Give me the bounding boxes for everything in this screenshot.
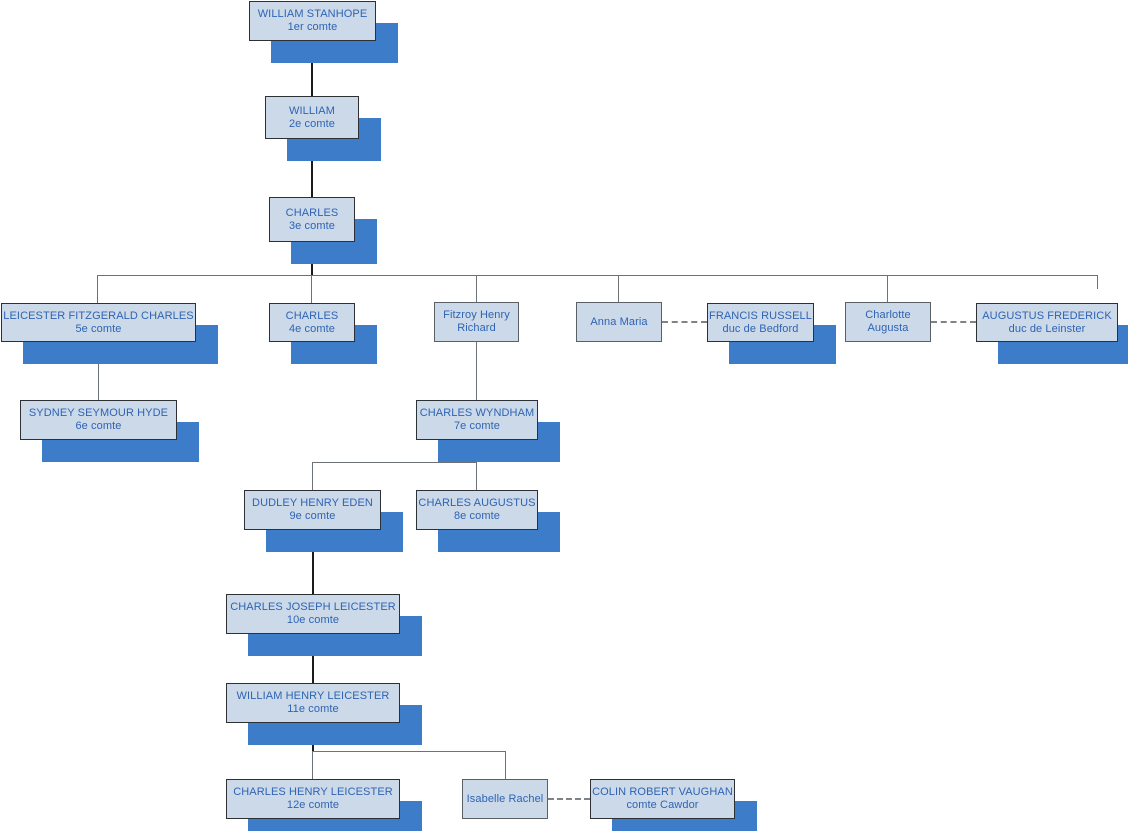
drop-to-isabelle-rachel bbox=[505, 751, 506, 779]
node-title: duc de Bedford bbox=[722, 322, 799, 335]
drop-to-leicester-fitzgerald bbox=[97, 275, 98, 303]
node-isabelle-rachel[interactable]: Isabelle Rachel bbox=[462, 779, 548, 819]
node-title: 1er comte bbox=[287, 21, 338, 33]
node-title: 10e comte bbox=[286, 614, 340, 626]
node-name: LEICESTER FITZGERALD CHARLES bbox=[3, 309, 194, 322]
drop-to-charles4 bbox=[311, 275, 312, 303]
connector-stanhope-to-william bbox=[311, 41, 313, 96]
node-title: 3e comte bbox=[288, 219, 336, 232]
node-name: CHARLES WYNDHAM bbox=[419, 407, 535, 419]
node-name: Charlotte bbox=[865, 309, 911, 321]
sibling-bus-wyndham-children bbox=[312, 462, 477, 463]
sibling-bus-generation-4 bbox=[97, 275, 1098, 276]
node-name: Fitzroy Henry bbox=[443, 309, 510, 321]
bus-right-end bbox=[1097, 275, 1098, 289]
node-title: 11e comte bbox=[287, 703, 339, 715]
node-name: DUDLEY HENRY EDEN bbox=[252, 497, 373, 509]
node-name: CHARLES bbox=[285, 206, 339, 219]
marriage-link-charlotte-augustus bbox=[931, 321, 976, 323]
node-title: 2e comte bbox=[288, 117, 336, 130]
node-title: 9e comte bbox=[289, 510, 336, 522]
drop-to-charles-henry bbox=[312, 751, 313, 779]
node-title: Augusta bbox=[867, 322, 909, 334]
sibling-bus-bottom bbox=[312, 751, 506, 752]
node-title: 4e comte bbox=[288, 322, 336, 335]
node-name: AUGUSTUS FREDERICK bbox=[982, 309, 1112, 322]
marriage-link-anna-maria-francis-russell bbox=[662, 321, 707, 323]
node-name: Isabelle Rachel bbox=[466, 792, 544, 805]
node-name: CHARLES JOSEPH LEICESTER bbox=[230, 601, 396, 613]
node-title: Richard bbox=[457, 322, 496, 334]
node-name: Anna Maria bbox=[590, 315, 648, 328]
connector-fitzroy-to-wyndham bbox=[476, 342, 477, 400]
node-name: WILLIAM bbox=[289, 104, 335, 117]
node-name: SYDNEY SEYMOUR HYDE bbox=[28, 407, 169, 419]
node-name: FRANCIS RUSSELL bbox=[709, 309, 812, 322]
node-name: COLIN ROBERT VAUGHAN bbox=[592, 786, 733, 798]
node-name: WILLIAM HENRY LEICESTER bbox=[236, 690, 390, 702]
connector-dudley-to-charles-joseph bbox=[312, 530, 314, 594]
drop-to-fitzroy bbox=[476, 275, 477, 302]
connector-william-to-charles3 bbox=[311, 139, 313, 197]
node-title: 8e comte bbox=[453, 510, 501, 522]
node-name: WILLIAM STANHOPE bbox=[257, 8, 368, 20]
node-name: CHARLES HENRY LEICESTER bbox=[233, 786, 393, 798]
node-title: 12e comte bbox=[286, 799, 340, 811]
node-anna-maria[interactable]: Anna Maria bbox=[576, 302, 662, 342]
node-name: CHARLES AUGUSTUS bbox=[418, 497, 536, 509]
drop-to-charles-augustus bbox=[476, 462, 477, 490]
drop-to-anna-maria bbox=[618, 275, 619, 302]
node-title: 5e comte bbox=[75, 322, 122, 335]
node-title: 6e comte bbox=[75, 420, 122, 432]
drop-to-charlotte-augusta bbox=[887, 275, 888, 302]
connector-charles-joseph-to-william-henry bbox=[312, 634, 314, 683]
node-name: CHARLES bbox=[285, 309, 339, 322]
node-title: duc de Leinster bbox=[1008, 322, 1086, 335]
node-title: comte Cawdor bbox=[626, 799, 699, 811]
marriage-link-isabelle-colin bbox=[548, 798, 590, 800]
node-title: 7e comte bbox=[453, 420, 501, 432]
connector-fitzgerald-to-sydney bbox=[98, 342, 99, 400]
drop-to-dudley-henry-eden bbox=[312, 462, 313, 490]
